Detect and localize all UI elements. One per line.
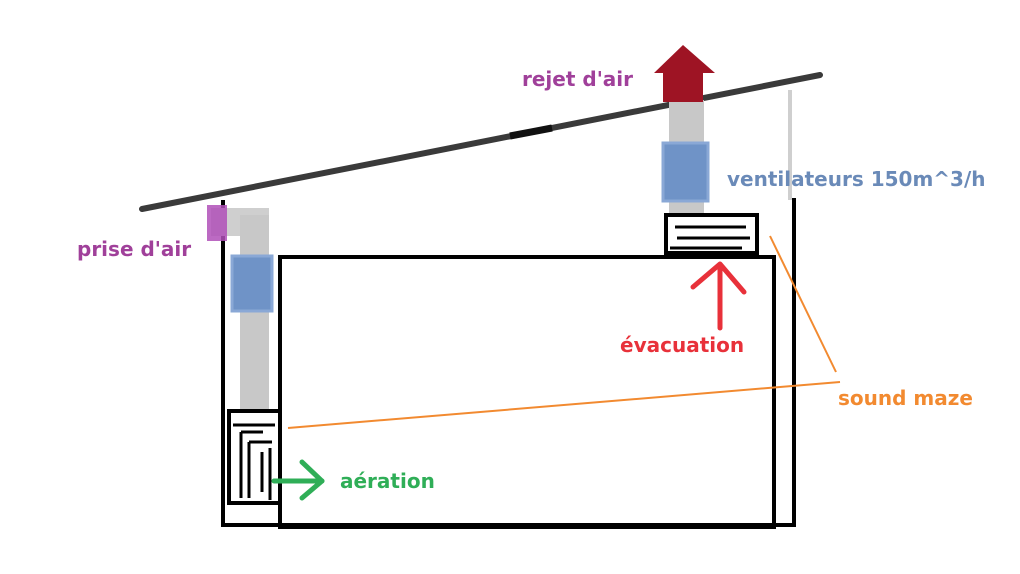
evacuation-arrow — [690, 261, 747, 331]
roof-joint — [509, 124, 553, 140]
label-aeration: aération — [340, 469, 435, 493]
sound-maze-pointer-left — [287, 381, 841, 429]
roof-line — [139, 72, 823, 212]
exhaust-arrow — [654, 45, 715, 102]
intake-cap — [207, 205, 227, 241]
inner-enclosure — [278, 255, 776, 529]
label-prise: prise d'air — [77, 237, 191, 261]
label-sound-maze: sound maze — [838, 386, 973, 410]
exhaust-sound-maze — [664, 213, 759, 259]
intake-sound-maze — [227, 409, 282, 505]
aeration-arrow — [271, 459, 325, 501]
exhaust-fan — [661, 141, 710, 203]
sound-maze-pointer-right — [769, 235, 837, 373]
intake-fan — [230, 254, 274, 313]
intake-duct — [240, 215, 269, 415]
label-ventilateurs: ventilateurs 150m^3/h — [727, 167, 986, 191]
label-rejet: rejet d'air — [522, 67, 633, 91]
label-evacuation: évacuation — [620, 333, 744, 357]
